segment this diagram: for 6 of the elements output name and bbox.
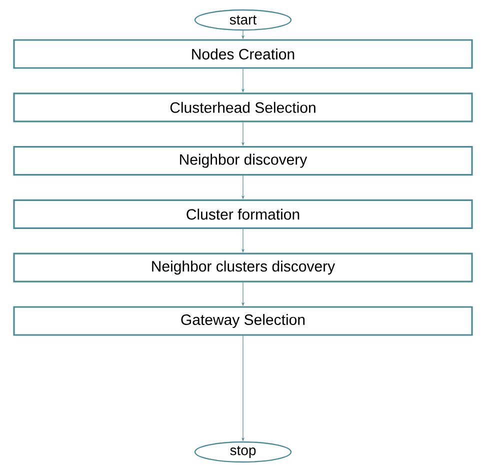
process-box: Cluster formation	[13, 199, 473, 229]
process-box: Gateway Selection	[13, 306, 473, 336]
process-box: Clusterhead Selection	[13, 92, 473, 122]
process-box: Neighbor clusters discovery	[13, 252, 473, 282]
process-box: Nodes Creation	[13, 39, 473, 69]
process-box: Neighbor discovery	[13, 146, 473, 176]
